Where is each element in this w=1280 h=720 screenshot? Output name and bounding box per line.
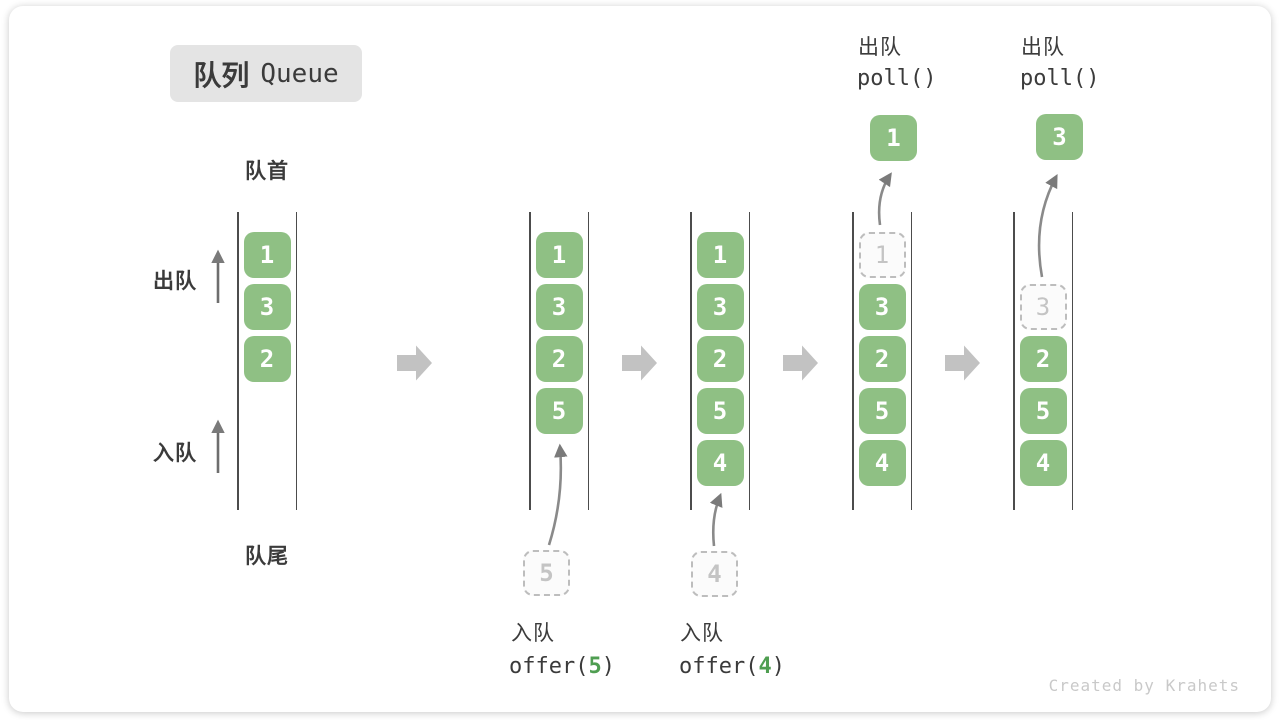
code-text: ) (601, 654, 615, 679)
title-en: Queue (260, 58, 339, 89)
watermark: Created by Krahets (1048, 676, 1240, 695)
poll-result-box: 1 (870, 115, 917, 161)
enqueue-value-box: 4 (691, 551, 738, 597)
queue-item-removed: 3 (1019, 284, 1067, 330)
queue-item: 4 (1019, 440, 1067, 486)
queue-item: 2 (858, 336, 906, 382)
label-queue-rear: 队尾 (245, 545, 289, 568)
queue-item: 4 (696, 440, 744, 486)
queue-item: 4 (858, 440, 906, 486)
enqueue-value-box: 5 (523, 550, 570, 596)
queue-state-1: 1 3 2 (237, 212, 297, 510)
queue-item: 3 (696, 284, 744, 330)
queue-item: 3 (535, 284, 583, 330)
poll-3-code: poll() (1020, 66, 1100, 91)
queue-state-4: 1 3 2 5 4 (852, 212, 912, 510)
queue-item: 2 (1019, 336, 1067, 382)
queue-wall-left (852, 212, 854, 510)
queue-item: 1 (243, 232, 291, 278)
queue-wall-left (529, 212, 531, 510)
queue-item: 2 (243, 336, 291, 382)
queue-item: 3 (243, 284, 291, 330)
poll-3-label: 出队 (1021, 36, 1065, 59)
title-zh: 队列 (193, 59, 250, 91)
queue-item: 1 (696, 232, 744, 278)
queue-wall-right (295, 212, 297, 510)
offer-4-label: 入队 (680, 622, 724, 645)
code-text: offer( (509, 654, 589, 679)
title-badge: 队列 Queue (170, 45, 362, 102)
queue-state-2: 1 3 2 5 (529, 212, 589, 510)
label-dequeue: 出队 (153, 270, 197, 293)
code-arg: 4 (758, 654, 772, 679)
code-arg: 5 (588, 654, 602, 679)
queue-item: 2 (535, 336, 583, 382)
queue-wall-left (690, 212, 692, 510)
queue-item: 5 (696, 388, 744, 434)
poll-1-label: 出队 (858, 36, 902, 59)
queue-item: 3 (858, 284, 906, 330)
queue-item: 5 (535, 388, 583, 434)
queue-item: 5 (1019, 388, 1067, 434)
queue-wall-right (1071, 212, 1073, 510)
diagram-card (9, 6, 1271, 712)
queue-item: 2 (696, 336, 744, 382)
queue-wall-right (910, 212, 912, 510)
queue-state-5: 3 2 5 4 (1013, 212, 1073, 510)
offer-5-label: 入队 (511, 622, 555, 645)
poll-1-code: poll() (857, 66, 937, 91)
queue-item: 1 (535, 232, 583, 278)
queue-item: 5 (858, 388, 906, 434)
code-text: offer( (679, 654, 759, 679)
offer-5-code: offer(5) (509, 654, 615, 679)
queue-state-3: 1 3 2 5 4 (690, 212, 750, 510)
queue-item-removed: 1 (858, 232, 906, 278)
poll-result-box: 3 (1036, 114, 1083, 160)
queue-wall-right (587, 212, 589, 510)
queue-wall-left (1013, 212, 1015, 510)
label-enqueue: 入队 (153, 442, 197, 465)
offer-4-code: offer(4) (679, 654, 785, 679)
queue-wall-left (237, 212, 239, 510)
queue-wall-right (748, 212, 750, 510)
label-queue-front: 队首 (245, 160, 289, 183)
code-text: ) (771, 654, 785, 679)
